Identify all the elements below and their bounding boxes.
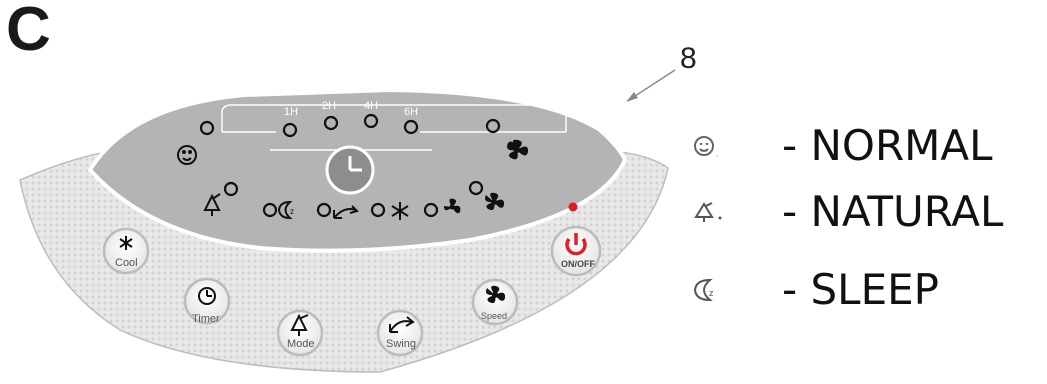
led-timer-2h — [323, 115, 339, 131]
led-sleep — [262, 202, 278, 218]
svg-text:z: z — [290, 207, 294, 216]
timer-label-2h: 2H — [322, 100, 336, 112]
legend-row-sleep: z - SLEEP — [690, 262, 1047, 318]
timer-label-6h: 6H — [404, 106, 418, 118]
legend-smiley-icon: , — [694, 136, 718, 158]
speed-fan-icon — [486, 285, 506, 304]
clock-icon — [325, 145, 375, 195]
mode-natural-icon — [290, 313, 309, 336]
legend-normal-text: - NORMAL — [782, 121, 993, 170]
cool-button-label: Cool — [115, 257, 138, 269]
led-speed-mid — [468, 180, 484, 196]
section-letter: C — [6, 0, 51, 64]
indicator-leds — [199, 113, 501, 218]
timer-button[interactable]: Timer — [183, 277, 231, 325]
fan-high-icon — [507, 139, 529, 160]
led-normal — [199, 120, 215, 136]
swing-button-label: Swing — [386, 338, 416, 350]
led-swing — [316, 202, 332, 218]
svg-text:z: z — [709, 288, 714, 298]
callout-arrow — [626, 69, 676, 102]
swing-icon — [333, 205, 359, 219]
legend-row-normal: , - NORMAL — [690, 118, 1047, 174]
led-speed-high — [485, 118, 501, 134]
legend-sleep-text: - SLEEP — [782, 265, 939, 314]
fan-mid-icon — [485, 192, 505, 211]
moon-sleep-icon: z — [277, 200, 294, 220]
power-button-label: ON/OFF — [561, 259, 595, 269]
natural-wind-icon — [203, 193, 221, 216]
power-button[interactable]: ON/OFF — [550, 225, 602, 277]
smiley-icon — [177, 145, 197, 165]
timer-label-1h: 1H — [284, 106, 298, 118]
power-icon — [565, 233, 587, 256]
led-timer-6h — [403, 119, 419, 135]
legend-natural-text: - NATURAL — [782, 187, 1004, 236]
cool-snowflake-icon — [119, 236, 133, 250]
swing-button[interactable]: Swing — [376, 309, 424, 357]
speed-button[interactable]: Speed — [471, 278, 519, 326]
led-cool — [370, 202, 386, 218]
callout-number: 8 — [680, 42, 697, 75]
mode-button-label: Mode — [287, 338, 315, 350]
mode-button[interactable]: Mode — [276, 309, 324, 357]
speed-button-label: Speed — [481, 311, 507, 321]
timer-clock-icon — [198, 287, 216, 305]
led-speed-low — [423, 202, 439, 218]
led-timer-4h — [363, 113, 379, 129]
timer-label-4h: 4H — [364, 100, 378, 112]
legend-row-natural: - NATURAL — [690, 184, 1047, 240]
led-natural — [223, 181, 239, 197]
timer-button-label: Timer — [192, 313, 220, 325]
power-indicator-dot — [568, 202, 578, 212]
legend-moon-icon: z — [693, 278, 714, 302]
svg-text:,: , — [716, 149, 718, 158]
led-timer-1h — [282, 122, 298, 138]
swing-arrow-icon — [389, 316, 415, 333]
cool-button[interactable]: Cool — [102, 227, 150, 275]
legend-natural-icon — [694, 202, 722, 222]
snowflake-icon — [391, 202, 409, 220]
fan-low-icon — [444, 198, 461, 214]
